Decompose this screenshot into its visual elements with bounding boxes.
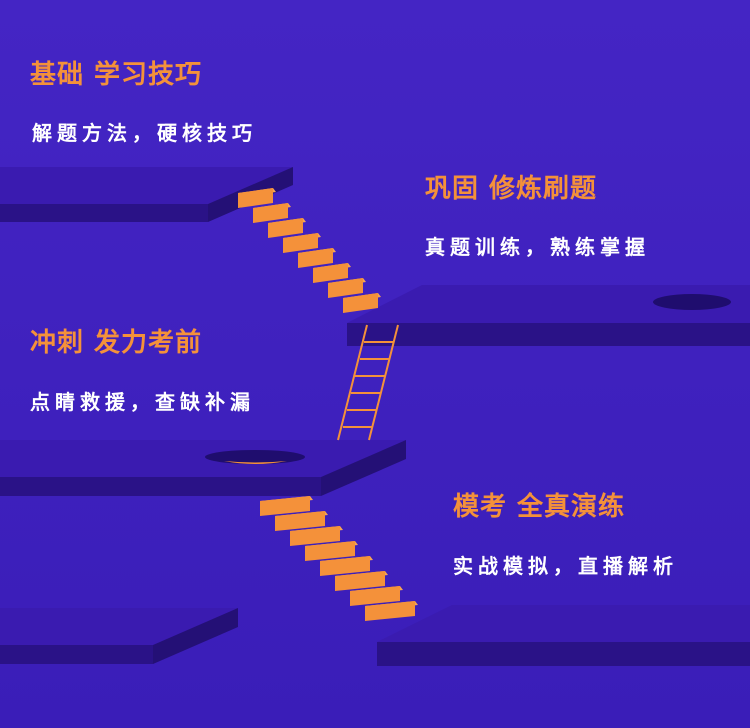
platform-3 xyxy=(0,440,406,496)
section-1-subtitle: 解题方法，硬核技巧 xyxy=(32,121,257,145)
section-4-subtitle: 实战模拟，直播解析 xyxy=(453,554,678,578)
platform-2 xyxy=(347,285,750,346)
upper-step-5 xyxy=(298,248,333,268)
upper-step-2 xyxy=(253,203,288,223)
lower-step-8 xyxy=(365,601,415,621)
hole-3 xyxy=(205,450,305,464)
upper-staircase xyxy=(238,188,381,313)
lower-step-4 xyxy=(305,541,355,561)
lower-step-2 xyxy=(275,511,325,531)
section-4-title: 模考 全真演练 xyxy=(453,492,626,522)
lower-step-7 xyxy=(350,586,400,606)
section-2-subtitle: 真题训练，熟练掌握 xyxy=(425,235,650,259)
hole-2 xyxy=(653,294,731,310)
upper-step-4 xyxy=(283,233,318,253)
upper-step-8 xyxy=(343,293,378,313)
lower-staircase xyxy=(260,496,418,621)
section-1-title: 基础 学习技巧 xyxy=(30,60,203,90)
lower-step-1 xyxy=(260,496,310,516)
section-3-subtitle: 点睛救援，查缺补漏 xyxy=(30,390,255,414)
lower-step-6 xyxy=(335,571,385,591)
upper-step-6 xyxy=(313,263,348,283)
upper-step-7 xyxy=(328,278,363,298)
lower-step-3 xyxy=(290,526,340,546)
platform-5 xyxy=(377,605,750,666)
upper-step-3 xyxy=(268,218,303,238)
section-2-title: 巩固 修炼刷题 xyxy=(425,174,598,204)
upper-step-1 xyxy=(238,188,273,208)
lower-step-5 xyxy=(320,556,370,576)
platform-4 xyxy=(0,608,238,664)
section-3-title: 冲刺 发力考前 xyxy=(30,328,203,358)
ladder xyxy=(337,324,399,441)
